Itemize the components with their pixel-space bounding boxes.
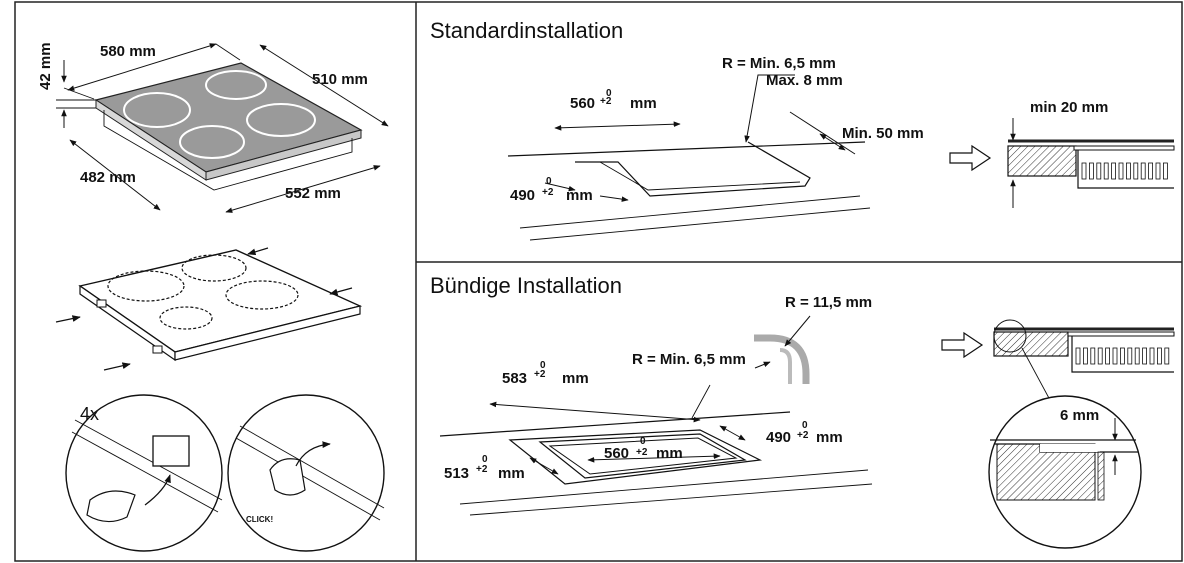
cooling-fin bbox=[1075, 347, 1081, 365]
flush-outer-depth-tol-top: 0 bbox=[482, 454, 488, 465]
standard-min-distance: Min. 50 mm bbox=[842, 125, 924, 142]
flush-inner-width-value: 560 bbox=[604, 445, 629, 462]
cooling-fin bbox=[1105, 347, 1110, 365]
standard-depth-tol-top: 0 bbox=[546, 176, 552, 187]
flush-section-drawing bbox=[941, 319, 1175, 549]
cooling-fin bbox=[1097, 347, 1103, 365]
hob-clip-positions-drawing bbox=[55, 247, 363, 371]
cooling-fin bbox=[1118, 162, 1124, 180]
cooling-fin bbox=[1142, 347, 1147, 365]
cooling-fin bbox=[1081, 162, 1087, 180]
flush-outer-radius: R = 11,5 mm bbox=[785, 294, 872, 311]
standard-width-tol-bottom: +2 bbox=[600, 96, 612, 107]
cooling-fin bbox=[1127, 347, 1133, 365]
click-label: CLICK! bbox=[246, 515, 273, 524]
cooling-fin bbox=[1126, 162, 1131, 180]
standard-depth-tol-bottom: +2 bbox=[542, 187, 554, 198]
flush-inner-width-tol-bottom: +2 bbox=[636, 447, 648, 458]
standard-radius-line2: Max. 8 mm bbox=[766, 72, 843, 89]
flush-outer-width-tol-bottom: +2 bbox=[534, 369, 546, 380]
flush-outer-depth-value: 513 bbox=[444, 465, 469, 482]
cooling-fin bbox=[1112, 347, 1118, 365]
flush-outer-depth-unit: mm bbox=[498, 465, 525, 482]
flush-outer-depth-tol-bottom: +2 bbox=[476, 464, 488, 475]
clip-count-label: 4x bbox=[80, 404, 99, 424]
flush-inner-depth-value: 490 bbox=[766, 429, 791, 446]
dim-482-label: 482 mm bbox=[80, 169, 136, 186]
flush-step-depth: 6 mm bbox=[1060, 407, 1099, 424]
standard-cutout-drawing bbox=[507, 74, 871, 241]
cooling-fin bbox=[1090, 347, 1096, 365]
dim-510-label: 510 mm bbox=[312, 71, 368, 88]
standard-section-drawing bbox=[949, 118, 1175, 208]
dim-580-label: 580 mm bbox=[100, 43, 156, 60]
flush-inner-depth-tol-bottom: +2 bbox=[797, 430, 809, 441]
cooling-fin bbox=[1120, 347, 1125, 365]
standard-title: Standardinstallation bbox=[430, 18, 623, 43]
hob-dimension-drawing bbox=[56, 43, 389, 213]
standard-min-thickness: min 20 mm bbox=[1030, 99, 1108, 116]
panel-frames bbox=[14, 1, 1183, 562]
flush-outer-width-tol-top: 0 bbox=[540, 360, 546, 371]
cooling-fin bbox=[1103, 162, 1109, 180]
cooling-fin bbox=[1133, 162, 1139, 180]
flush-inner-width-unit: mm bbox=[656, 445, 683, 462]
standard-width-value: 560 bbox=[570, 95, 595, 112]
dim-552-label: 552 mm bbox=[285, 185, 341, 202]
cooling-fin bbox=[1134, 347, 1140, 365]
standard-width-unit: mm bbox=[630, 95, 657, 112]
standard-depth-value: 490 bbox=[510, 187, 535, 204]
cooling-fin bbox=[1164, 347, 1170, 365]
cooling-fin bbox=[1163, 162, 1168, 180]
flush-title: Bündige Installation bbox=[430, 273, 622, 298]
cooling-fin bbox=[1155, 162, 1161, 180]
standard-width-tol-top: 0 bbox=[606, 88, 612, 99]
standard-radius-line1: R = Min. 6,5 mm bbox=[722, 55, 836, 72]
flush-outer-width-unit: mm bbox=[562, 370, 589, 387]
dim-42-label: 42 mm bbox=[37, 42, 54, 90]
flush-inner-depth-tol-top: 0 bbox=[802, 420, 808, 431]
clip-detail-circles bbox=[65, 394, 385, 552]
cooling-fin bbox=[1140, 162, 1146, 180]
flush-inner-depth-unit: mm bbox=[816, 429, 843, 446]
flush-outer-width-value: 583 bbox=[502, 370, 527, 387]
flush-inner-radius: R = Min. 6,5 mm bbox=[632, 351, 746, 368]
cooling-fin bbox=[1083, 347, 1088, 365]
cooling-fin bbox=[1157, 347, 1162, 365]
flush-cutout-drawing bbox=[439, 315, 873, 516]
cooling-fin bbox=[1089, 162, 1094, 180]
cooling-fin bbox=[1149, 347, 1155, 365]
cooling-fin bbox=[1148, 162, 1153, 180]
cooling-fin bbox=[1111, 162, 1116, 180]
cooling-fin bbox=[1096, 162, 1102, 180]
flush-inner-width-tol-top: 0 bbox=[640, 436, 646, 447]
standard-depth-unit: mm bbox=[566, 187, 593, 204]
